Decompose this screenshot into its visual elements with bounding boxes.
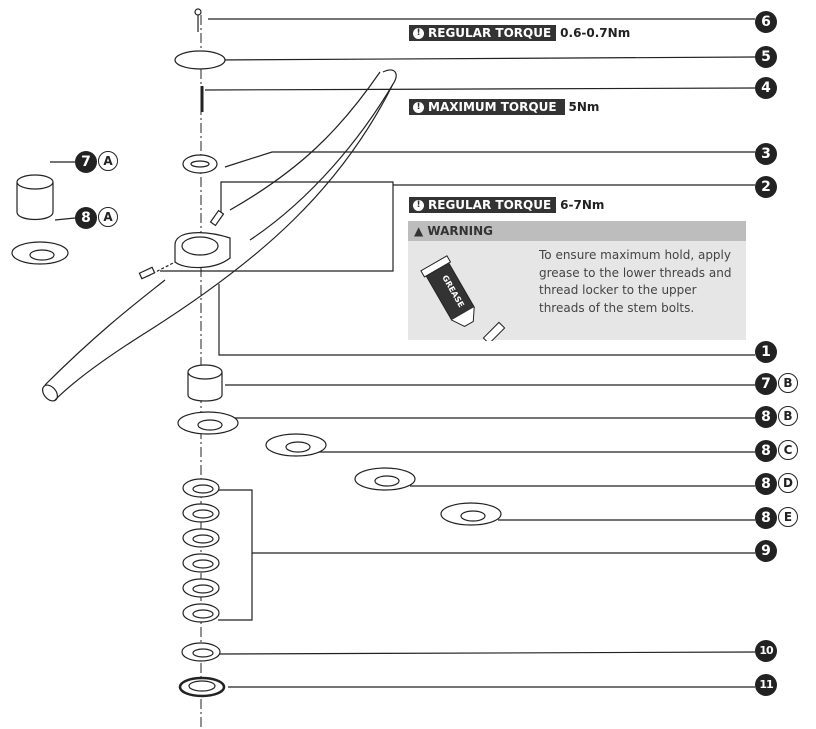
- exclamation-circle-icon: !: [413, 199, 424, 211]
- callout-8c: 8: [755, 440, 777, 462]
- leader-10: [217, 651, 756, 655]
- ring-11: [178, 676, 226, 698]
- callout-7b: 7: [755, 373, 777, 395]
- callout-8b: 8: [755, 406, 777, 428]
- callout-letter-a: A: [98, 151, 118, 171]
- callout-9: 9: [755, 540, 777, 562]
- callout-2: 2: [755, 176, 777, 198]
- leader-4: [204, 87, 756, 91]
- warning-triangle-icon: ▲: [414, 224, 428, 238]
- top-cap: [174, 50, 226, 70]
- callout-3: 3: [755, 143, 777, 165]
- warning-box: ▲ WARNING GREASE To ensure maximum hold,…: [408, 221, 746, 341]
- callout-4: 4: [755, 77, 777, 99]
- callout-11: 11: [755, 674, 777, 696]
- callout-letter-b: B: [778, 406, 798, 426]
- torque-label-2: !REGULAR TORQUE 6-7Nm: [409, 197, 604, 213]
- exclamation-circle-icon: !: [413, 27, 424, 39]
- callout-5: 5: [755, 46, 777, 68]
- callout-letter-e: E: [778, 507, 798, 527]
- callout-letter-a: A: [98, 207, 118, 227]
- leader-2-bracket: [160, 181, 394, 272]
- spacers-9: [182, 478, 220, 623]
- callout-8e: 8: [755, 507, 777, 529]
- warning-text: To ensure maximum hold, apply grease to …: [539, 248, 732, 315]
- warning-title: WARNING: [427, 224, 494, 238]
- leader-9-bracket: [218, 489, 253, 621]
- cover-8: [11, 241, 502, 526]
- callout-6: 6: [755, 11, 777, 33]
- compression-plug: [182, 154, 218, 174]
- callout-1: 1: [755, 341, 777, 363]
- spacer-7b: [187, 372, 223, 402]
- leader-5: [214, 56, 756, 61]
- spacer-7a: [16, 182, 54, 221]
- callout-8d: 8: [755, 473, 777, 495]
- torque-label-4: !MAXIMUM TORQUE 5Nm: [409, 99, 599, 115]
- handlebar-right: [229, 69, 397, 241]
- callout-letter-b: B: [778, 373, 798, 393]
- grease-tube-illustration: GREASE: [420, 255, 506, 341]
- callout-7a: 7: [75, 151, 97, 173]
- spacer-10: [181, 642, 221, 662]
- exclamation-circle-icon: !: [413, 101, 424, 113]
- callout-10: 10: [755, 640, 777, 662]
- callout-8a: 8: [75, 207, 97, 229]
- torque-label-6: !REGULAR TORQUE 0.6-0.7Nm: [409, 25, 630, 41]
- handlebar-left: [44, 83, 394, 401]
- leader-1: [218, 284, 755, 356]
- leader-3: [224, 151, 755, 168]
- callout-letter-d: D: [778, 473, 798, 493]
- callout-letter-c: C: [778, 440, 798, 460]
